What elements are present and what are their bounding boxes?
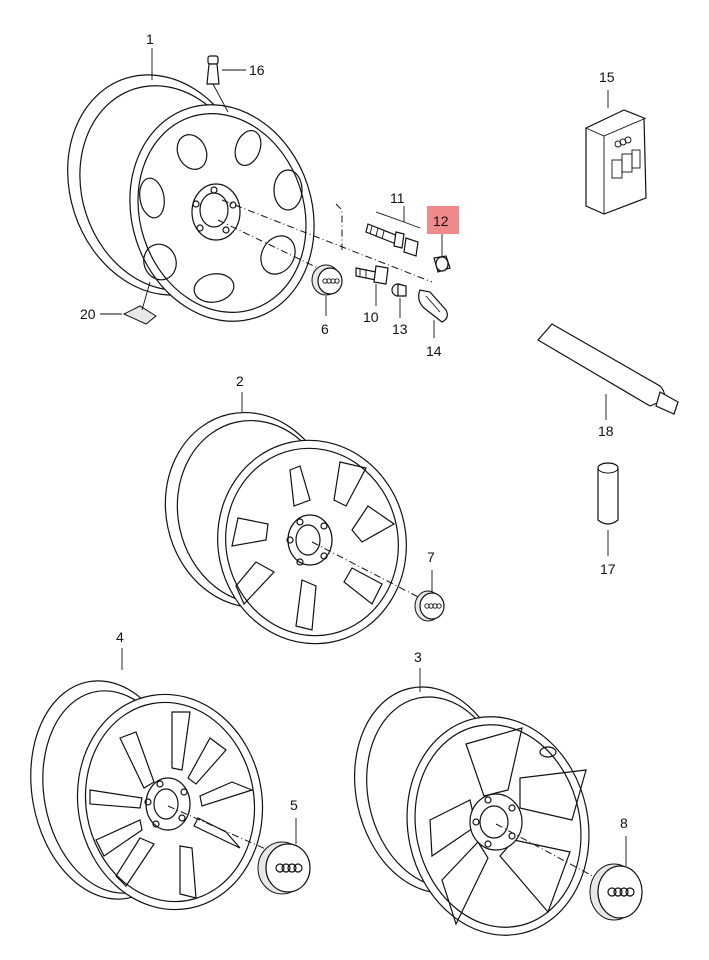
wheel-3[interactable]	[336, 672, 609, 952]
puller-tool-14[interactable]	[418, 289, 448, 323]
callout-17: 17	[600, 561, 616, 577]
valve-16[interactable]	[206, 55, 229, 113]
package-15[interactable]	[585, 0, 647, 215]
cap-6[interactable]	[311, 264, 343, 296]
callout-8: 8	[620, 815, 628, 831]
callout-10: 10	[363, 309, 379, 325]
callout-16: 16	[249, 62, 265, 78]
callout-13: 13	[392, 321, 408, 337]
bolt-set-11[interactable]	[365, 223, 419, 257]
sleeve-17[interactable]	[597, 462, 619, 525]
grease-tube-18[interactable]	[537, 323, 679, 415]
cap-8[interactable]	[589, 863, 643, 921]
callout-12: 12	[433, 213, 449, 229]
callout-18: 18	[598, 423, 614, 439]
callout-7: 7	[427, 549, 435, 565]
wheel-4[interactable]	[14, 668, 279, 924]
lock-socket-13[interactable]	[391, 283, 407, 297]
callout-6: 6	[321, 321, 329, 337]
cap-nut-12[interactable]	[433, 255, 451, 273]
callout-14: 14	[426, 343, 442, 359]
callout-1: 1	[146, 31, 154, 47]
callout-3: 3	[414, 649, 422, 665]
bolt-10[interactable]	[355, 265, 389, 285]
wheel-2[interactable]	[147, 397, 425, 662]
cap-7[interactable]	[414, 590, 445, 622]
callout-5: 5	[290, 797, 298, 813]
cap-5[interactable]	[257, 841, 311, 895]
callout-11: 11	[390, 190, 405, 206]
callout-20: 20	[80, 306, 96, 322]
callout-4: 4	[116, 629, 124, 645]
callout-15: 15	[599, 69, 615, 85]
highlight-box-12	[427, 206, 459, 234]
callout-2: 2	[236, 373, 244, 389]
wheel-1[interactable]	[40, 51, 342, 346]
weight-20[interactable]	[122, 281, 157, 325]
